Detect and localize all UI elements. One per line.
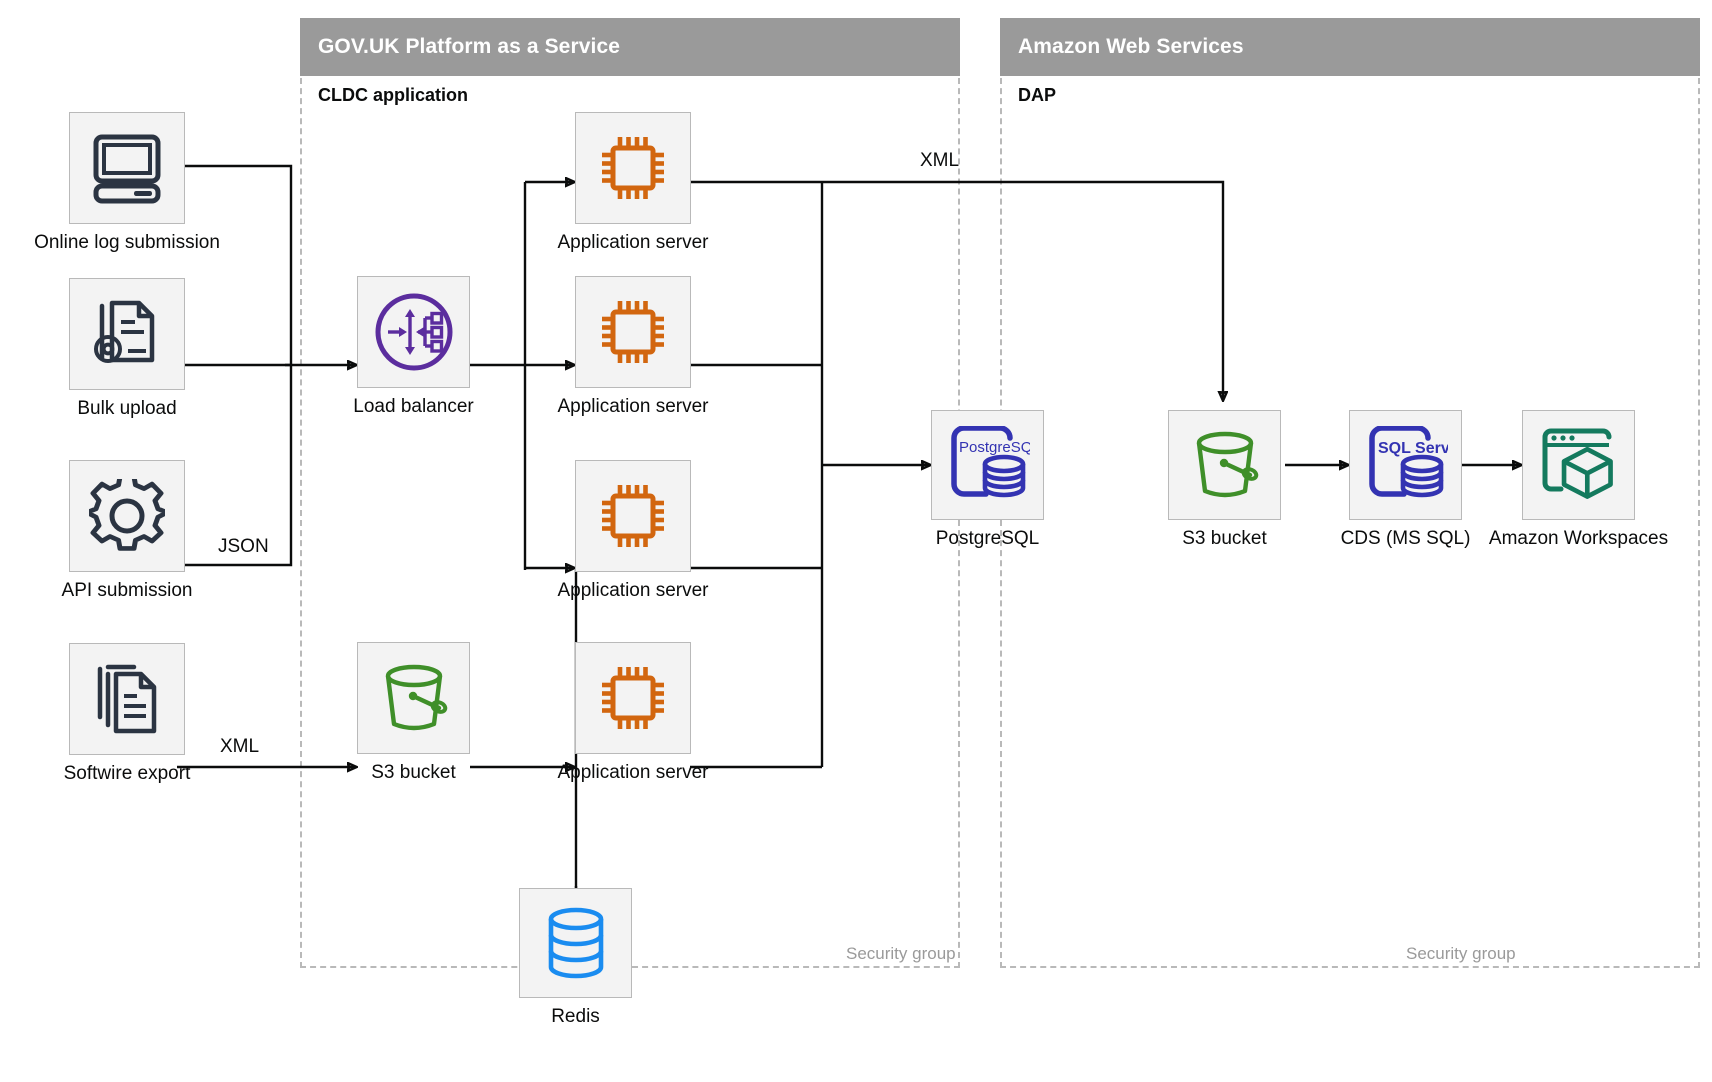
node-label: Application server	[557, 580, 709, 601]
group-title-paas: GOV.UK Platform as a Service	[318, 35, 620, 58]
sql-server-icon: SQL Server	[1368, 426, 1448, 498]
cpu-chip-icon	[602, 485, 664, 547]
gear-icon	[89, 479, 165, 551]
node-label: Softwire export	[63, 763, 191, 784]
node-box: SQL Server	[1349, 410, 1462, 520]
amazon-workspaces-icon	[1542, 428, 1613, 499]
node-box	[357, 276, 470, 388]
s3-bucket-icon	[385, 664, 447, 731]
node-box	[575, 642, 691, 754]
node-label: PostgreSQL	[935, 528, 1040, 549]
edge-label-xml-left: XML	[220, 736, 260, 757]
node-label: API submission	[61, 580, 193, 601]
node-box	[575, 276, 691, 388]
node-label: Application server	[557, 396, 709, 417]
node-softwire-export[interactable]: Softwire export	[64, 643, 190, 784]
node-label: Amazon Workspaces	[1488, 528, 1669, 549]
security-group-label-aws: Security group	[1406, 944, 1516, 963]
node-box: PostgreSQL	[931, 410, 1044, 520]
group-title-aws: Amazon Web Services	[1018, 35, 1244, 58]
node-box	[69, 643, 185, 755]
node-online-log-submission[interactable]: Online log submission	[34, 112, 220, 253]
desktop-computer-icon	[93, 134, 161, 204]
node-label: CDS (MS SQL)	[1340, 528, 1471, 549]
node-label: S3 bucket	[1182, 528, 1267, 549]
sql-server-wordmark: SQL Server	[1378, 440, 1448, 457]
node-s3-bucket-aws[interactable]: S3 bucket	[1168, 410, 1281, 549]
postgresql-icon: PostgreSQL	[950, 426, 1030, 498]
node-amazon-workspaces[interactable]: Amazon Workspaces	[1489, 410, 1668, 549]
node-box	[575, 460, 691, 572]
node-app-server-4[interactable]: Application server	[557, 642, 709, 783]
security-group-label-paas: Security group	[846, 944, 956, 963]
edge-label-json: JSON	[218, 536, 269, 557]
node-box	[357, 642, 470, 754]
node-label: Redis	[551, 1006, 600, 1027]
group-header-paas: GOV.UK Platform as a Service	[300, 18, 960, 76]
node-box	[1522, 410, 1635, 520]
node-box	[69, 460, 185, 572]
node-app-server-3[interactable]: Application server	[557, 460, 709, 601]
node-box	[69, 112, 185, 224]
node-bulk-upload[interactable]: Bulk upload	[69, 278, 185, 419]
node-api-submission[interactable]: API submission	[62, 460, 192, 601]
node-postgresql[interactable]: PostgreSQL PostgreSQL	[931, 410, 1044, 549]
node-box	[69, 278, 185, 390]
node-label: Online log submission	[34, 232, 220, 253]
node-label: Bulk upload	[77, 398, 177, 419]
node-box	[1168, 410, 1281, 520]
node-s3-bucket-paas[interactable]: S3 bucket	[357, 642, 470, 783]
edge-label-xml-top: XML	[920, 150, 960, 171]
group-subtitle-dap: DAP	[1018, 85, 1057, 105]
cpu-chip-icon	[602, 137, 664, 199]
cpu-chip-icon	[602, 301, 664, 363]
node-redis[interactable]: Redis	[519, 888, 632, 1027]
node-box	[519, 888, 632, 998]
node-label: Application server	[557, 232, 709, 253]
s3-bucket-icon	[1196, 431, 1258, 498]
group-subtitle-cldc: CLDC application	[318, 85, 469, 105]
node-load-balancer[interactable]: Load balancer	[353, 276, 474, 417]
cpu-chip-icon	[602, 667, 664, 729]
node-app-server-1[interactable]: Application server	[557, 112, 709, 253]
group-header-aws: Amazon Web Services	[1000, 18, 1700, 76]
node-cds-ms-sql[interactable]: SQL Server CDS (MS SQL)	[1341, 410, 1470, 549]
node-label: Load balancer	[353, 396, 474, 417]
node-box	[575, 112, 691, 224]
postgresql-wordmark: PostgreSQL	[959, 439, 1030, 456]
redis-cylinder-icon	[548, 907, 603, 979]
document-gear-icon	[94, 300, 155, 363]
load-balancer-icon	[375, 293, 452, 371]
document-stack-icon	[97, 664, 157, 734]
node-label: Application server	[557, 762, 709, 783]
node-app-server-2[interactable]: Application server	[557, 276, 709, 417]
node-label: S3 bucket	[371, 762, 456, 783]
